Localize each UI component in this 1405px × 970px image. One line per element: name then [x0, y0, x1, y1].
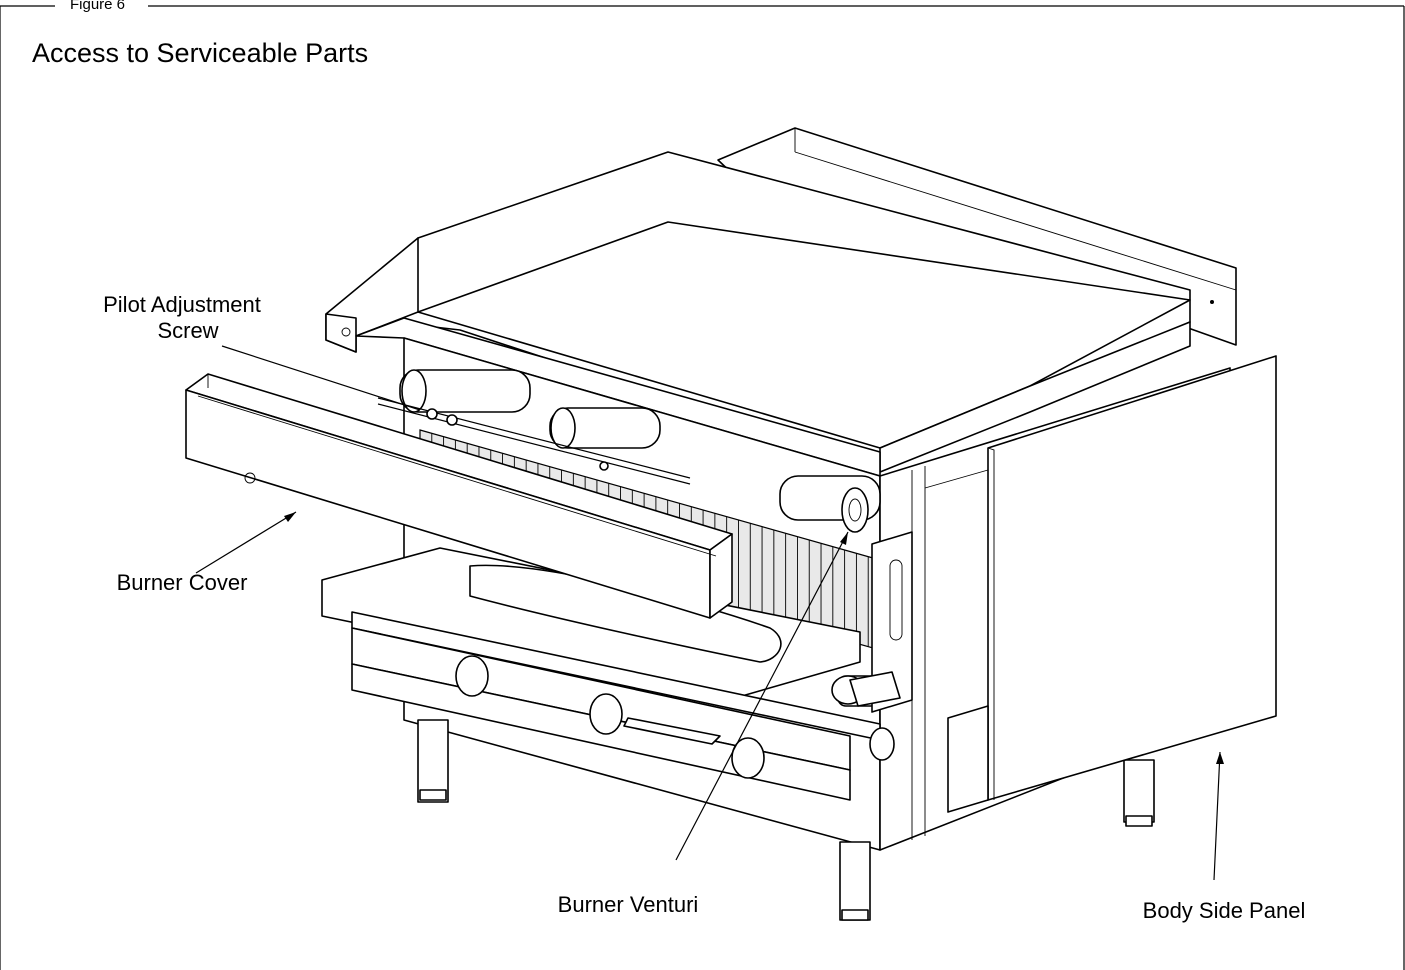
leader-pilot-adjustment-screw [221, 345, 421, 411]
callout-burner-cover: Burner Cover [116, 570, 248, 595]
leader-burner-cover [195, 511, 297, 574]
figure-caption: Figure 6 [62, 0, 134, 14]
callout-pilot-adjustment-screw: Pilot Adjustment Screw [72, 292, 292, 344]
body-side-panel-part [947, 355, 1277, 813]
callout-burner-venturi: Burner Venturi [557, 892, 699, 917]
grease-trough [321, 547, 881, 741]
griddle-legs [417, 719, 1155, 921]
leader-body-side-panel [1213, 751, 1221, 881]
callout-pilot-line1: Pilot Adjustment [103, 292, 261, 317]
leader-burner-venturi [675, 531, 849, 861]
burner-cover-part [185, 373, 733, 619]
air-shutter [831, 531, 913, 713]
burner-tubes [377, 369, 881, 533]
callout-pilot-line2: Screw [157, 318, 219, 343]
figure-title: Access to Serviceable Parts [32, 38, 369, 68]
griddle-plate [325, 151, 1191, 477]
callout-body-side-panel: Body Side Panel [1142, 898, 1306, 923]
